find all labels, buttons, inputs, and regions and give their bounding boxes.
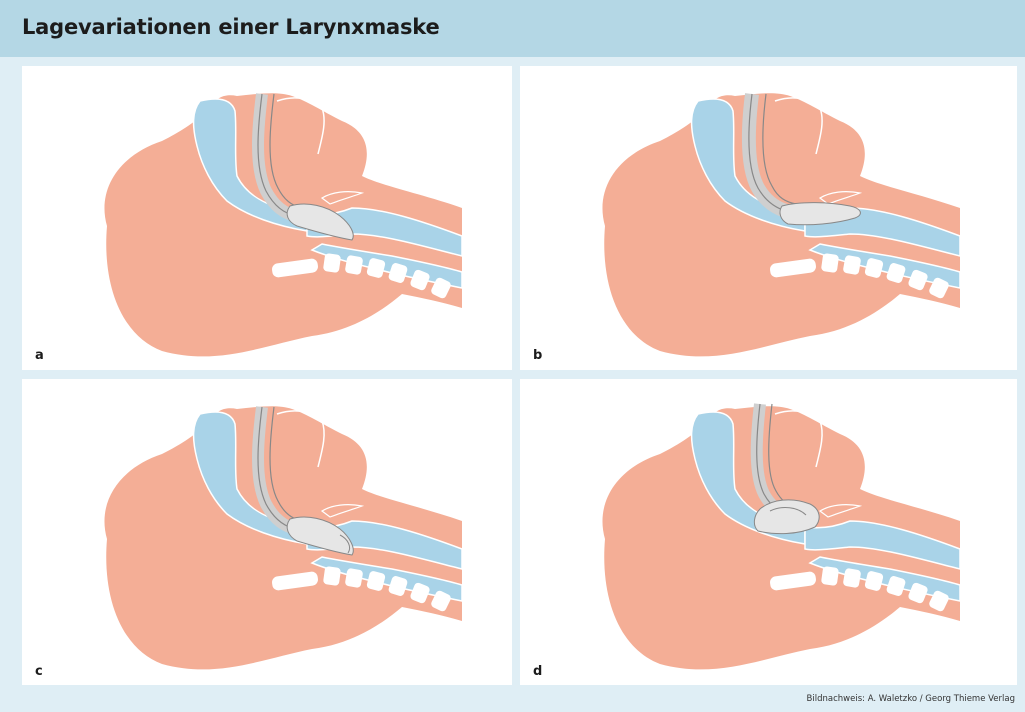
panel-b: b xyxy=(520,66,1017,370)
panel-label-c: c xyxy=(35,664,43,679)
panel-label-d: d xyxy=(533,664,542,679)
anatomy-diagram-c xyxy=(22,379,512,685)
image-credit: Bildnachweis: A. Waletzko / Georg Thieme… xyxy=(807,694,1015,704)
panel-c: c xyxy=(22,379,512,685)
panel-label-b: b xyxy=(533,348,542,363)
anatomy-diagram-a xyxy=(22,66,512,370)
title-bar: Lagevariationen einer Larynxmaske xyxy=(0,0,1025,57)
page-title: Lagevariationen einer Larynxmaske xyxy=(22,15,440,39)
anatomy-diagram-b xyxy=(520,66,1017,370)
panel-d: d xyxy=(520,379,1017,685)
panel-a: a xyxy=(22,66,512,370)
anatomy-diagram-d xyxy=(520,379,1017,685)
panel-label-a: a xyxy=(35,348,44,363)
